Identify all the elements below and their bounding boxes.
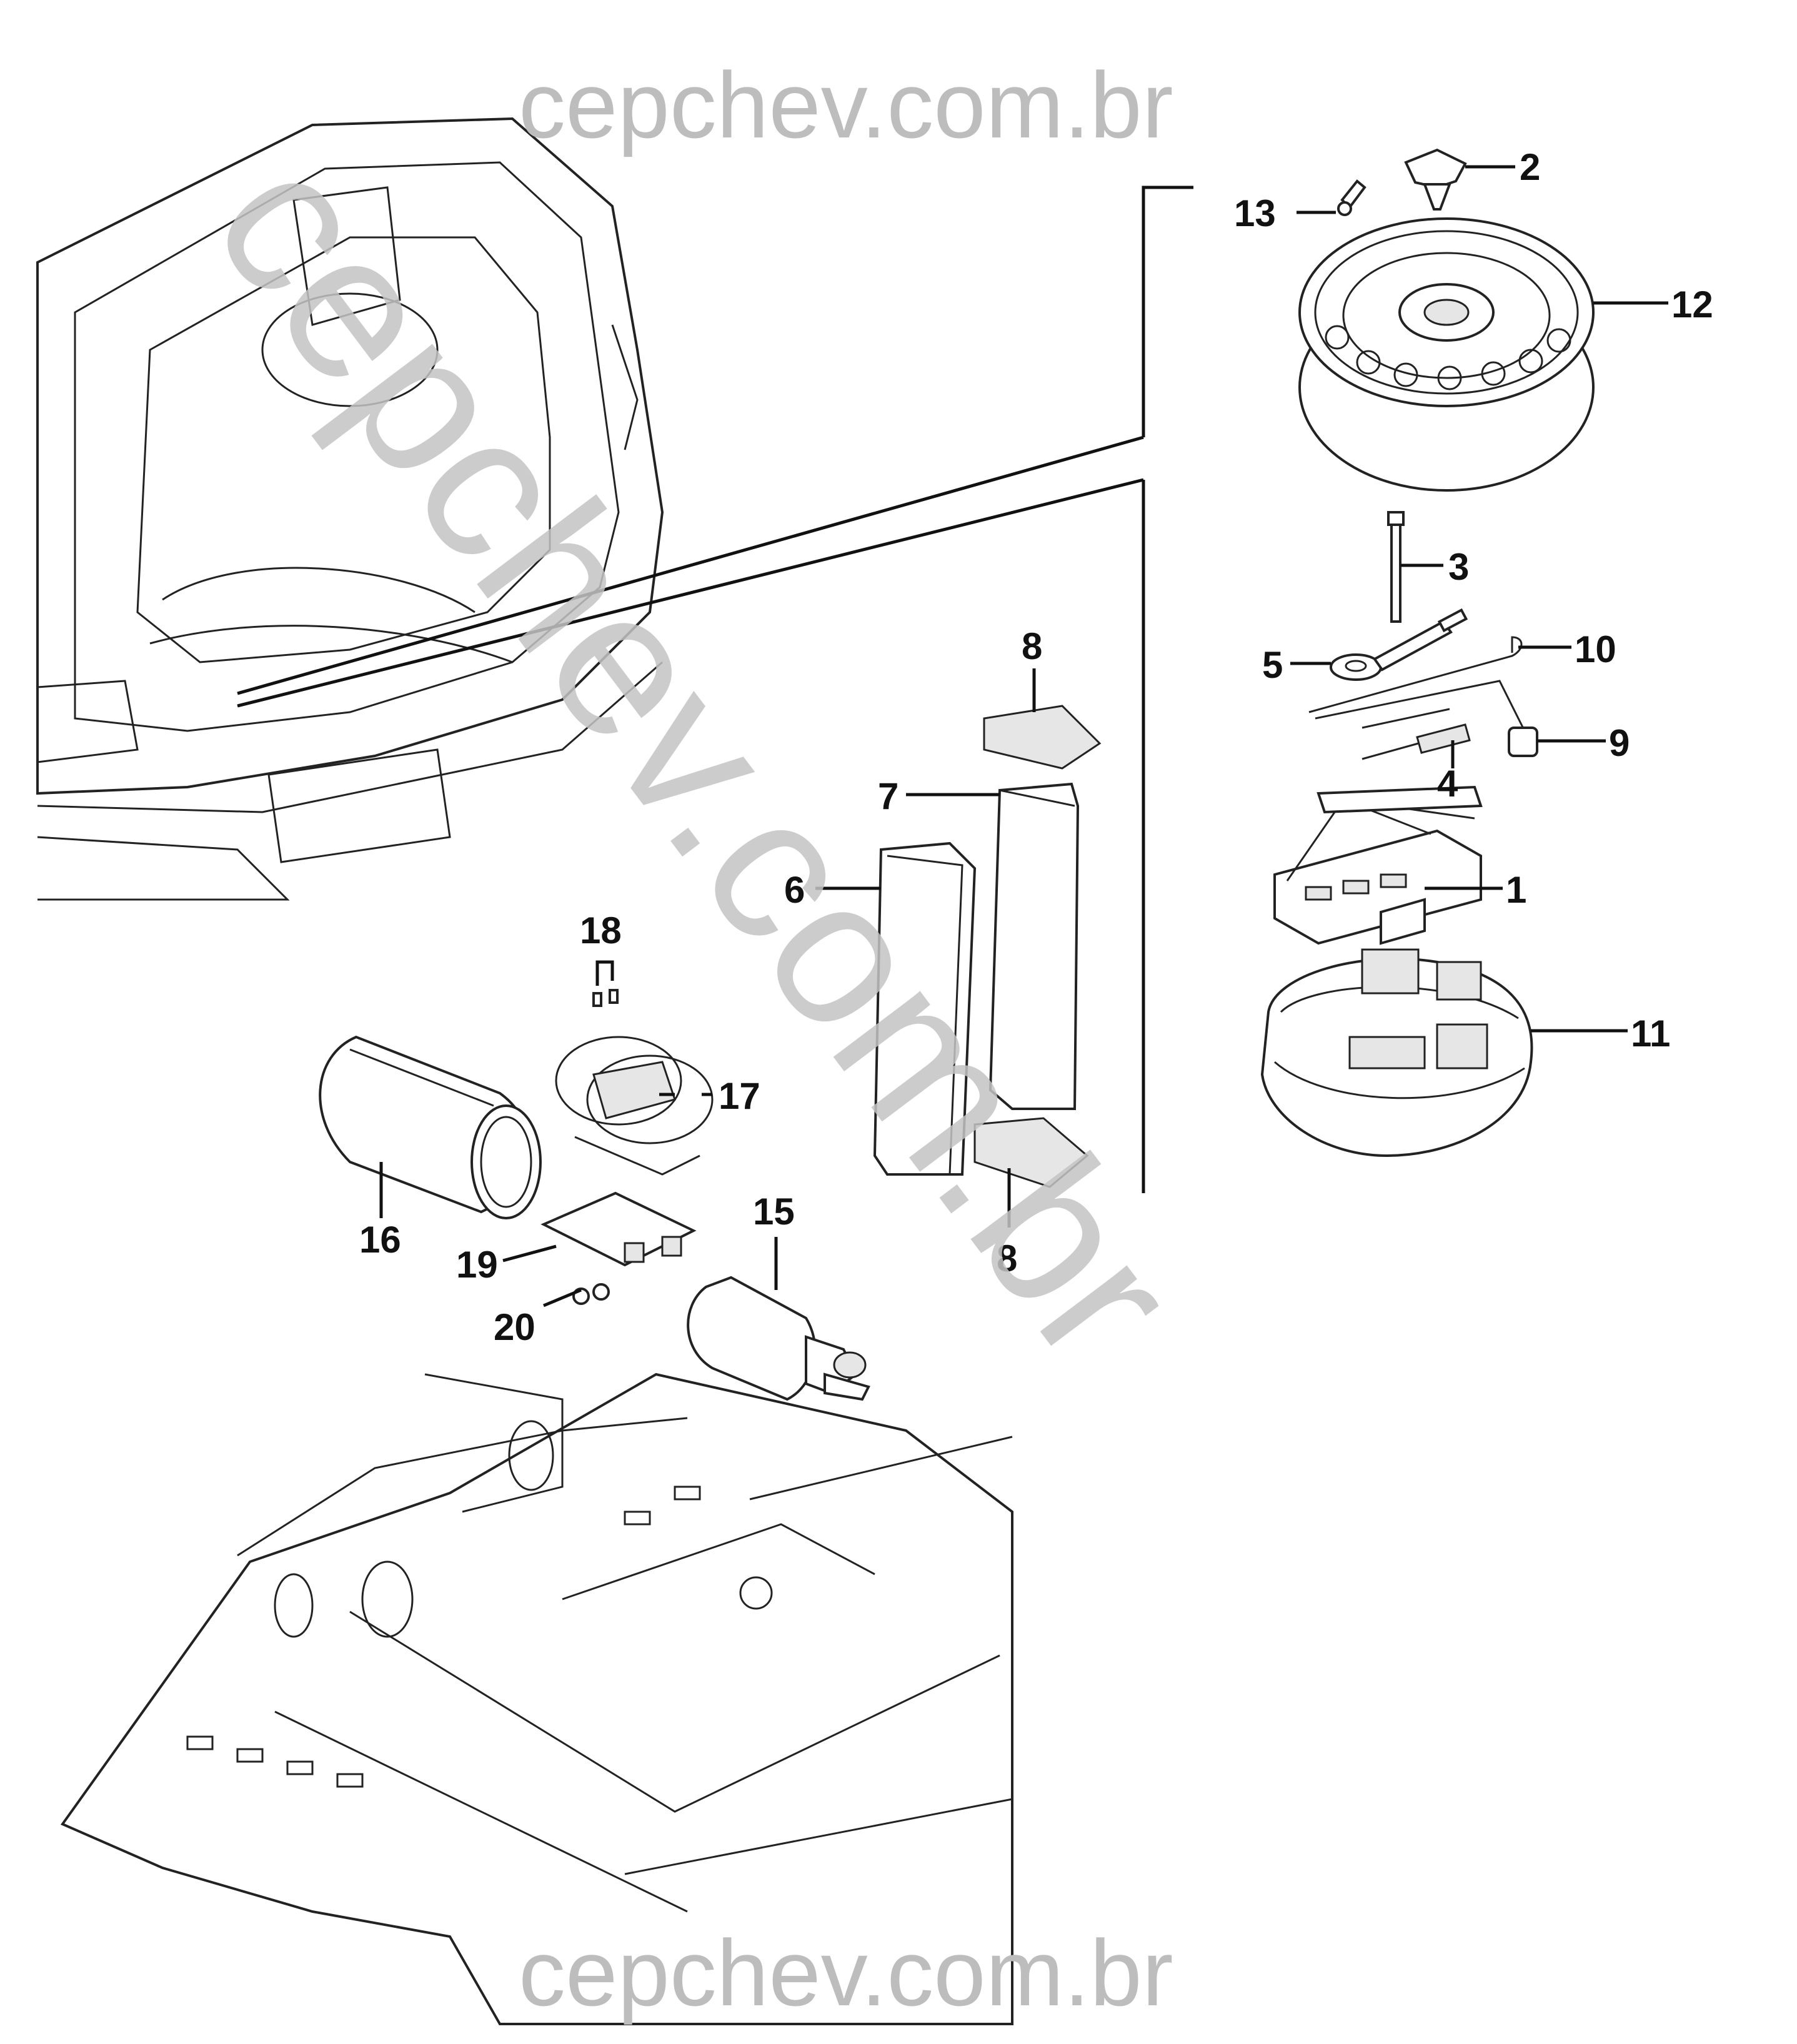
- callout-5: 5: [1262, 644, 1283, 686]
- mounting-plate: [540, 1191, 697, 1267]
- callout-15: 15: [753, 1191, 795, 1233]
- callout-16: 16: [359, 1219, 401, 1261]
- callout-8-bottom: 8: [997, 1238, 1017, 1279]
- spare-wheel: [1298, 217, 1595, 492]
- nuts: [572, 1283, 610, 1305]
- callout-1: 1: [1506, 869, 1526, 911]
- callout-2: 2: [1520, 146, 1540, 188]
- watermark-top: cepchev.com.br: [519, 52, 1173, 157]
- trunk-floor-panels: [873, 705, 1102, 1188]
- tool-holder-foam: [1260, 948, 1533, 1158]
- callout-4: 4: [1437, 763, 1458, 805]
- callout-11: 11: [1631, 1013, 1670, 1054]
- callout-20: 20: [494, 1306, 535, 1348]
- extension-bar: [1387, 511, 1405, 623]
- callout-8-top: 8: [1022, 625, 1042, 667]
- wheel-wrench: [1330, 608, 1468, 681]
- callout-7: 7: [878, 775, 898, 817]
- group-bracket: [237, 186, 1193, 1193]
- screws: [592, 989, 619, 1007]
- callout-6: 6: [784, 869, 805, 911]
- vehicle-rear-trunk-drawing: [36, 117, 664, 901]
- extinguisher-bracket: [555, 1036, 714, 1176]
- leader-lines: [379, 165, 1668, 1307]
- scissor-jack: [1273, 785, 1483, 945]
- callout-13: 13: [1234, 192, 1276, 234]
- towing-hook: [1308, 636, 1523, 713]
- callout-9: 9: [1609, 722, 1630, 764]
- callout-10: 10: [1575, 628, 1616, 670]
- extinguisher-bag: [319, 1035, 542, 1219]
- callout-18: 18: [580, 910, 622, 951]
- callout-3: 3: [1448, 546, 1469, 588]
- callout-12: 12: [1671, 284, 1713, 325]
- watermark-bottom: cepchev.com.br: [519, 1920, 1173, 2025]
- floor-pan-drawing: [60, 1372, 1013, 2025]
- tire-valve: [1337, 179, 1366, 216]
- fire-extinguisher: [687, 1276, 870, 1401]
- wheel-knob: [1404, 148, 1467, 211]
- callout-19: 19: [456, 1244, 498, 1286]
- lug-wrench: [1315, 680, 1538, 757]
- callout-17: 17: [719, 1075, 760, 1117]
- screwdriver: [1361, 708, 1471, 760]
- callout-labels: 1 2 3 4 5 6 7 8 8 9 10 11 12 13 15 16 17…: [359, 146, 1713, 1348]
